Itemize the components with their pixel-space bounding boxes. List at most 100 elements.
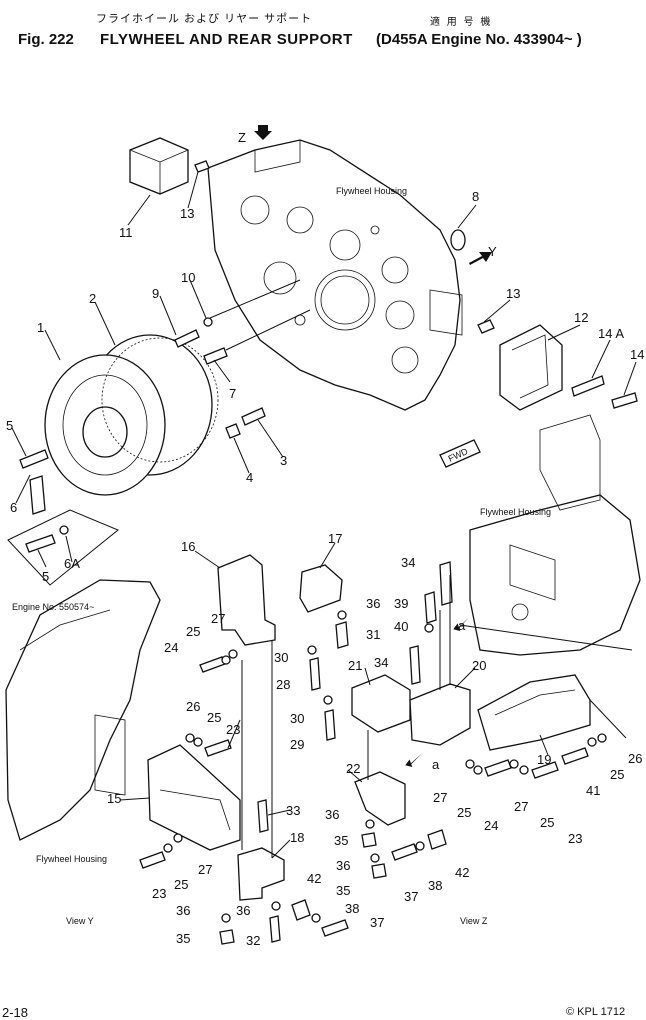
callout-23a: 23 xyxy=(226,722,240,737)
view-z-arrow-label: Z xyxy=(238,130,246,145)
applicability-note: (D455A Engine No. 433904~ ) xyxy=(376,31,582,48)
document-code: © KPL 1712 xyxy=(566,1006,626,1018)
housing-outline-left xyxy=(5,579,161,841)
callout-10: 10 xyxy=(181,270,195,285)
callout-31: 31 xyxy=(366,627,380,642)
callout-42b: 42 xyxy=(307,871,321,886)
callout-32: 32 xyxy=(246,933,260,948)
figure-title: FLYWHEEL AND REAR SUPPORT xyxy=(100,31,353,48)
callout-36c: 36 xyxy=(336,858,350,873)
callout-38b: 38 xyxy=(345,901,359,916)
callout-19: 19 xyxy=(537,752,551,767)
callout-12: 12 xyxy=(574,310,588,325)
support-brackets xyxy=(147,554,591,901)
arrow-a-label-upper: a xyxy=(458,618,466,633)
view-arrows xyxy=(254,125,492,468)
callout-17: 17 xyxy=(328,531,342,546)
callout-22: 22 xyxy=(346,761,360,776)
o-ring-8-drawing xyxy=(450,229,466,251)
flywheel-housing-label-top: Flywheel Housing xyxy=(336,186,407,196)
top-hardware xyxy=(19,317,266,515)
view-y-label: View Y xyxy=(66,916,94,926)
housing-outline-right xyxy=(469,414,641,656)
washer-6a-inset xyxy=(59,525,69,535)
callout-35c: 35 xyxy=(176,931,190,946)
callout-20: 20 xyxy=(472,658,486,673)
callout-1: 1 xyxy=(37,320,44,335)
bottom-hardware xyxy=(139,561,607,945)
callout-28: 28 xyxy=(276,677,290,692)
callout-36e: 36 xyxy=(236,903,250,918)
callout-8: 8 xyxy=(472,189,479,204)
callout-40: 40 xyxy=(394,619,408,634)
flywheel-housing-label-right: Flywheel Housing xyxy=(480,507,551,517)
callout-6: 6 xyxy=(10,500,17,515)
callout-2: 2 xyxy=(89,291,96,306)
bracket-12-drawing xyxy=(477,319,638,411)
callout-34b: 34 xyxy=(374,655,388,670)
callout-36b: 36 xyxy=(325,807,339,822)
callout-37a: 37 xyxy=(404,889,418,904)
callout-23c: 23 xyxy=(568,831,582,846)
callout-5b: 5 xyxy=(42,569,49,584)
arrow-a-lower xyxy=(405,752,423,768)
flywheel-housing-label-left: Flywheel Housing xyxy=(36,854,107,864)
callout-24a: 24 xyxy=(164,640,178,655)
japanese-title: フライホイール および リヤー サポート xyxy=(96,13,313,25)
callout-25f: 25 xyxy=(610,767,624,782)
callout-7: 7 xyxy=(229,386,236,401)
arrow-a-label-lower: a xyxy=(432,757,440,772)
flywheel-housing-drawing xyxy=(207,139,463,411)
callout-14a: 14 A xyxy=(598,326,624,341)
callout-36d: 36 xyxy=(176,903,190,918)
callout-11: 11 xyxy=(119,225,133,240)
callout-29: 29 xyxy=(290,737,304,752)
callout-37b: 37 xyxy=(370,915,384,930)
block-11-drawing xyxy=(129,137,210,195)
callout-26a: 26 xyxy=(186,699,200,714)
japanese-applicability: 適 用 号 機 xyxy=(430,17,493,28)
callout-27a: 27 xyxy=(211,611,225,626)
callout-6a: 6A xyxy=(64,556,80,571)
callout-25a: 25 xyxy=(186,624,200,639)
callout-numbers: 1 2 3 4 5 5 6 6A 7 8 9 10 11 12 13 13 14… xyxy=(6,189,644,948)
callout-25e: 25 xyxy=(540,815,554,830)
callout-26b: 26 xyxy=(628,751,642,766)
callout-24b: 24 xyxy=(484,818,498,833)
callout-5a: 5 xyxy=(6,418,13,433)
callout-33: 33 xyxy=(286,803,300,818)
callout-15: 15 xyxy=(107,791,121,806)
callout-25b: 25 xyxy=(207,710,221,725)
callout-23b: 23 xyxy=(152,886,166,901)
view-z-label: View Z xyxy=(460,916,488,926)
callout-27c: 27 xyxy=(433,790,447,805)
callout-16: 16 xyxy=(181,539,195,554)
callout-13a: 13 xyxy=(180,206,194,221)
inset-box-5-6a xyxy=(7,509,119,586)
bolt-5-inset xyxy=(25,534,56,553)
view-y-arrow-label: Y xyxy=(488,244,497,259)
callout-21: 21 xyxy=(348,658,362,673)
callout-30b: 30 xyxy=(290,711,304,726)
callout-18: 18 xyxy=(290,830,304,845)
callout-39: 39 xyxy=(394,596,408,611)
callout-27b: 27 xyxy=(198,862,212,877)
callout-36a: 36 xyxy=(366,596,380,611)
flywheel-drawing xyxy=(44,334,219,496)
callout-9: 9 xyxy=(152,286,159,301)
callout-30a: 30 xyxy=(274,650,288,665)
callout-4: 4 xyxy=(246,470,253,485)
figure-number: Fig. 222 xyxy=(18,31,74,48)
callout-27d: 27 xyxy=(514,799,528,814)
callout-38a: 38 xyxy=(428,878,442,893)
callout-14: 14 xyxy=(630,347,644,362)
callout-35a: 35 xyxy=(334,833,348,848)
callout-34a: 34 xyxy=(401,555,415,570)
page-number: 2-18 xyxy=(2,1005,29,1020)
callout-42a: 42 xyxy=(455,865,469,880)
callout-25c: 25 xyxy=(174,877,188,892)
callout-41: 41 xyxy=(586,783,600,798)
callout-35b: 35 xyxy=(336,883,350,898)
callout-3: 3 xyxy=(280,453,287,468)
arrow-a-upper xyxy=(453,617,470,632)
